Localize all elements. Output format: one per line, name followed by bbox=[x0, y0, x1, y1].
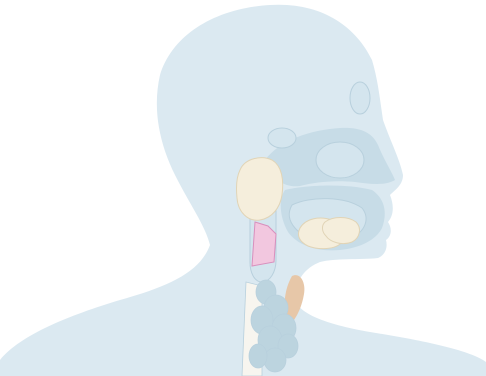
parotid-gland bbox=[236, 158, 282, 221]
frontal-sinus bbox=[350, 82, 370, 114]
sinus bbox=[316, 142, 364, 178]
lymph-node bbox=[249, 344, 267, 368]
lymph-node bbox=[264, 348, 286, 372]
sphenoid-sinus bbox=[268, 128, 296, 148]
